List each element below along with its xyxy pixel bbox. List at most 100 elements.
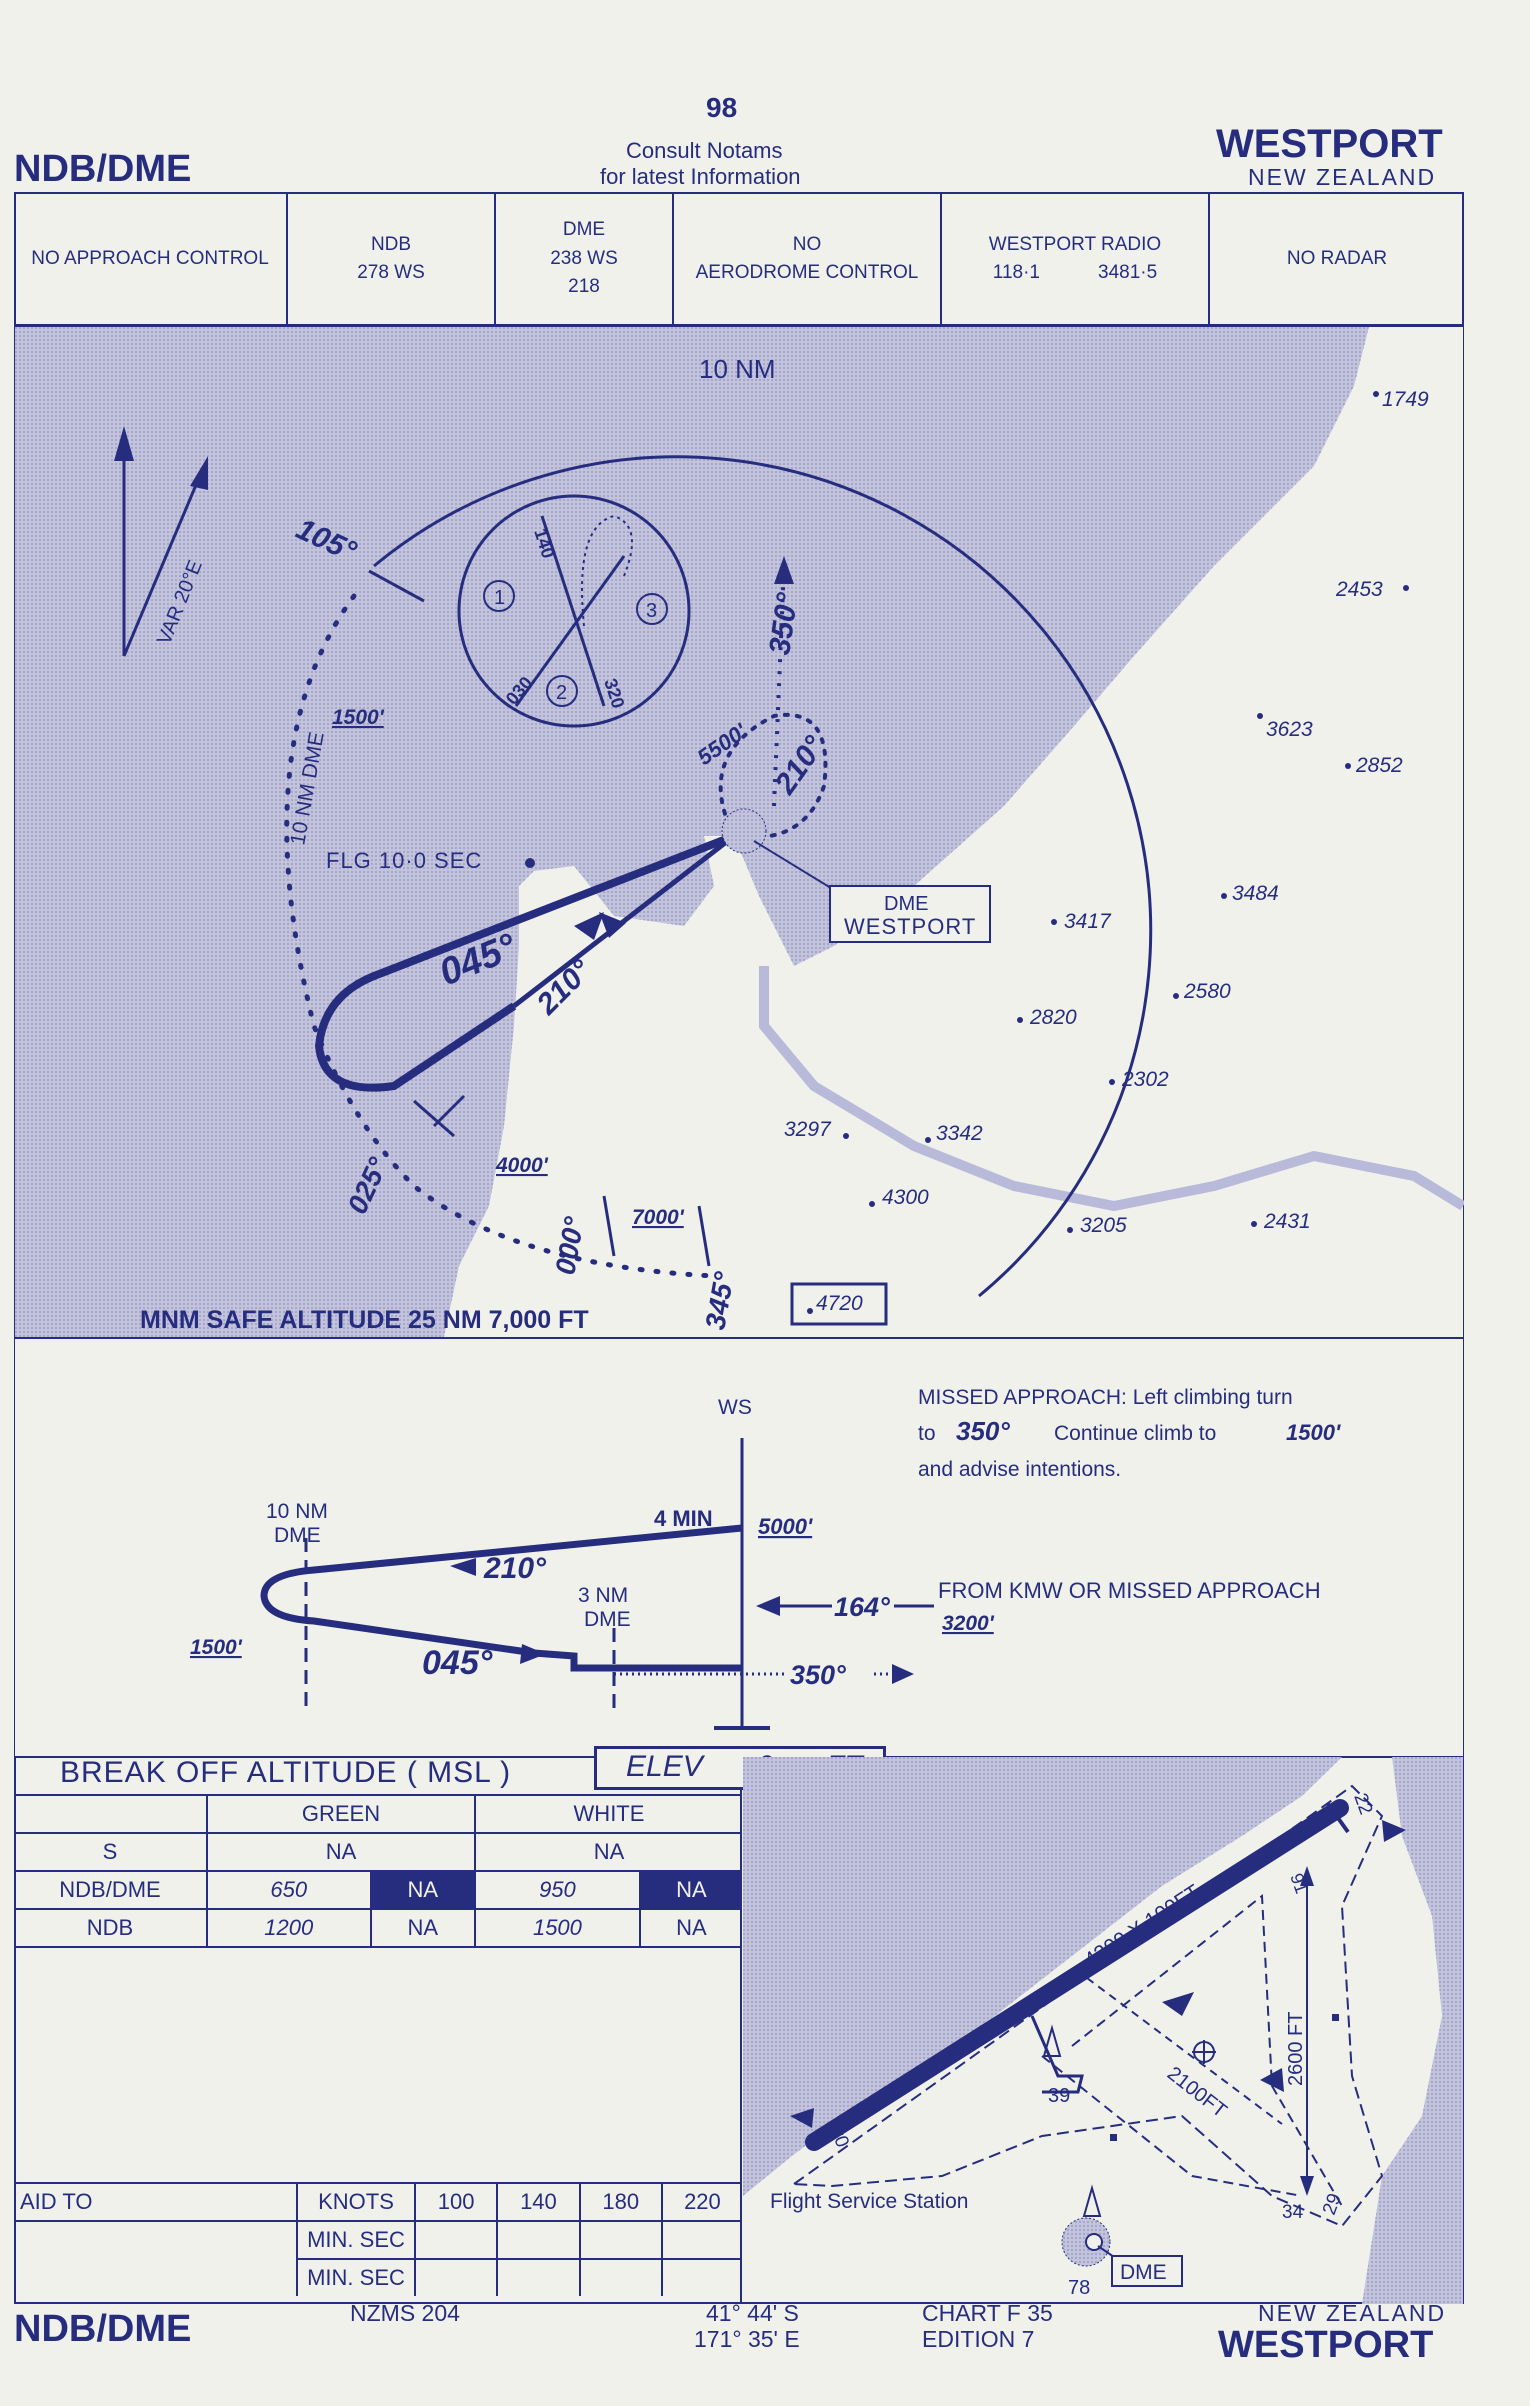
minima-cell: NA	[369, 1908, 476, 1948]
spot-height: 3205	[1080, 1214, 1127, 1237]
minima-cell	[14, 1794, 208, 1834]
spot-dot	[1345, 763, 1351, 769]
inset-sector-3	[636, 593, 668, 625]
altitude-7000: 7000'	[632, 1206, 685, 1229]
timing-cell	[413, 2220, 499, 2260]
main-runway	[805, 1799, 1349, 2151]
number-39: 39	[1048, 2085, 1070, 2107]
arrowhead	[114, 426, 134, 461]
dimension-line	[1086, 1977, 1283, 2125]
spot-height: 1749	[1382, 388, 1429, 411]
notice-line2: for latest Information	[600, 164, 801, 189]
missed-line2-a: to	[918, 1422, 936, 1445]
light-label: FLG 10·0 SEC	[326, 848, 482, 873]
inset-leg	[514, 555, 626, 707]
minima-row-name: NDB/DME	[14, 1870, 208, 1910]
timing-min-sec: MIN. SEC	[296, 2220, 416, 2260]
river	[759, 966, 1464, 1212]
spot-height: 2431	[1263, 1210, 1311, 1233]
missed-line2-d: 1500'	[1286, 1420, 1341, 1445]
minima-header-green: GREEN	[206, 1794, 476, 1834]
minima-header-white: WHITE	[474, 1794, 742, 1834]
timing-cell	[660, 2258, 742, 2296]
track-000: 000°	[549, 1214, 590, 1277]
spot-height: 3623	[1266, 718, 1313, 741]
track-210: 210°	[530, 953, 599, 1022]
lower-divider	[740, 1756, 742, 2304]
minima-cell: 950	[474, 1870, 641, 1910]
inset-circle	[457, 494, 691, 728]
fix-tick	[432, 1094, 466, 1128]
minima-row-s: S	[14, 1832, 208, 1872]
timing-cell	[14, 2259, 298, 2296]
spot-dot	[1403, 585, 1409, 591]
fix-tick	[368, 569, 425, 603]
missed-line2-c: Continue climb to	[1054, 1422, 1216, 1445]
wind-marker	[1260, 2068, 1284, 2092]
spot-dot	[1067, 1227, 1073, 1233]
missed-leg	[772, 565, 786, 807]
minima-cell: NA	[638, 1908, 742, 1948]
spot-dot	[869, 1201, 875, 1207]
timing-speed: 220	[660, 2182, 742, 2222]
runway-end-marker	[1382, 1820, 1406, 1842]
ws-label: WS	[718, 1396, 752, 1419]
dme3-line1: 3 NM	[578, 1584, 628, 1607]
building	[1332, 2014, 1339, 2021]
timing-speed: 140	[496, 2182, 581, 2222]
spot-height: 3342	[936, 1122, 983, 1145]
info-text: NO APPROACH CONTROL	[31, 247, 269, 269]
notice-line1: Consult Notams	[626, 138, 783, 163]
spot-height: 3297	[784, 1118, 832, 1141]
sea-area	[1362, 1757, 1463, 2304]
inset-num-1: 1	[494, 587, 505, 609]
spot-height: 2580	[1183, 980, 1231, 1003]
arrowhead	[756, 1596, 780, 1616]
footer-procedure: NDB/DME	[14, 2308, 192, 2350]
footer-edition: EDITION 7	[922, 2326, 1035, 2352]
spot-height: 2820	[1029, 1006, 1077, 1029]
fix-tick	[602, 1195, 616, 1257]
airport-title: WESTPORT	[1216, 122, 1443, 166]
arrowhead	[774, 556, 794, 584]
rwy-29: 29	[1319, 2191, 1346, 2218]
number-78: 78	[1068, 2277, 1090, 2299]
minima-cell: NA	[474, 1832, 742, 1872]
timing-cell	[496, 2258, 581, 2296]
timing-cell	[660, 2220, 742, 2260]
info-text: 278 WS	[357, 262, 425, 283]
arrowhead	[599, 912, 626, 938]
arrowhead	[520, 1644, 546, 1664]
country-title: NEW ZEALAND	[1248, 164, 1437, 190]
info-text: 218	[568, 276, 600, 298]
light-symbol	[525, 858, 535, 868]
timing-knots: KNOTS	[296, 2182, 416, 2222]
arc-altitude: 1500'	[332, 706, 385, 729]
inset-hold	[581, 514, 633, 627]
info-box-approach: NO APPROACH CONTROL	[14, 192, 286, 326]
marker-symbol	[1042, 2024, 1062, 2057]
taxiway	[1030, 2015, 1084, 2094]
profile-from-text: FROM KMW OR MISSED APPROACH	[938, 1578, 1321, 1603]
spot-dot	[1221, 893, 1227, 899]
dme-box	[829, 885, 991, 943]
dme3-line2: DME	[584, 1608, 631, 1631]
ring-label: 10 NM	[699, 354, 776, 384]
arrowhead	[450, 1558, 476, 1576]
runway-end-marker	[790, 2108, 814, 2128]
info-text: DME	[562, 219, 606, 241]
rwy-34: 34	[1282, 2202, 1304, 2223]
track-345: 345°	[699, 1269, 740, 1332]
spot-height: 2302	[1121, 1068, 1169, 1091]
inset-sector-1	[483, 580, 515, 612]
rwy-22: 22	[1349, 1791, 1376, 1818]
minima-title: BREAK OFF ALTITUDE ( MSL )	[60, 1756, 512, 1789]
aerodrome-boundary	[791, 1784, 1384, 2228]
spot-dot	[807, 1308, 813, 1314]
arrowhead	[574, 912, 604, 940]
procedure-title: NDB/DME	[14, 148, 192, 190]
minima-cell: 650	[206, 1870, 372, 1910]
dme-box-line1: DME	[884, 893, 928, 915]
timing-min-sec: MIN. SEC	[296, 2258, 416, 2296]
fss-label: Flight Service Station	[770, 2190, 968, 2213]
